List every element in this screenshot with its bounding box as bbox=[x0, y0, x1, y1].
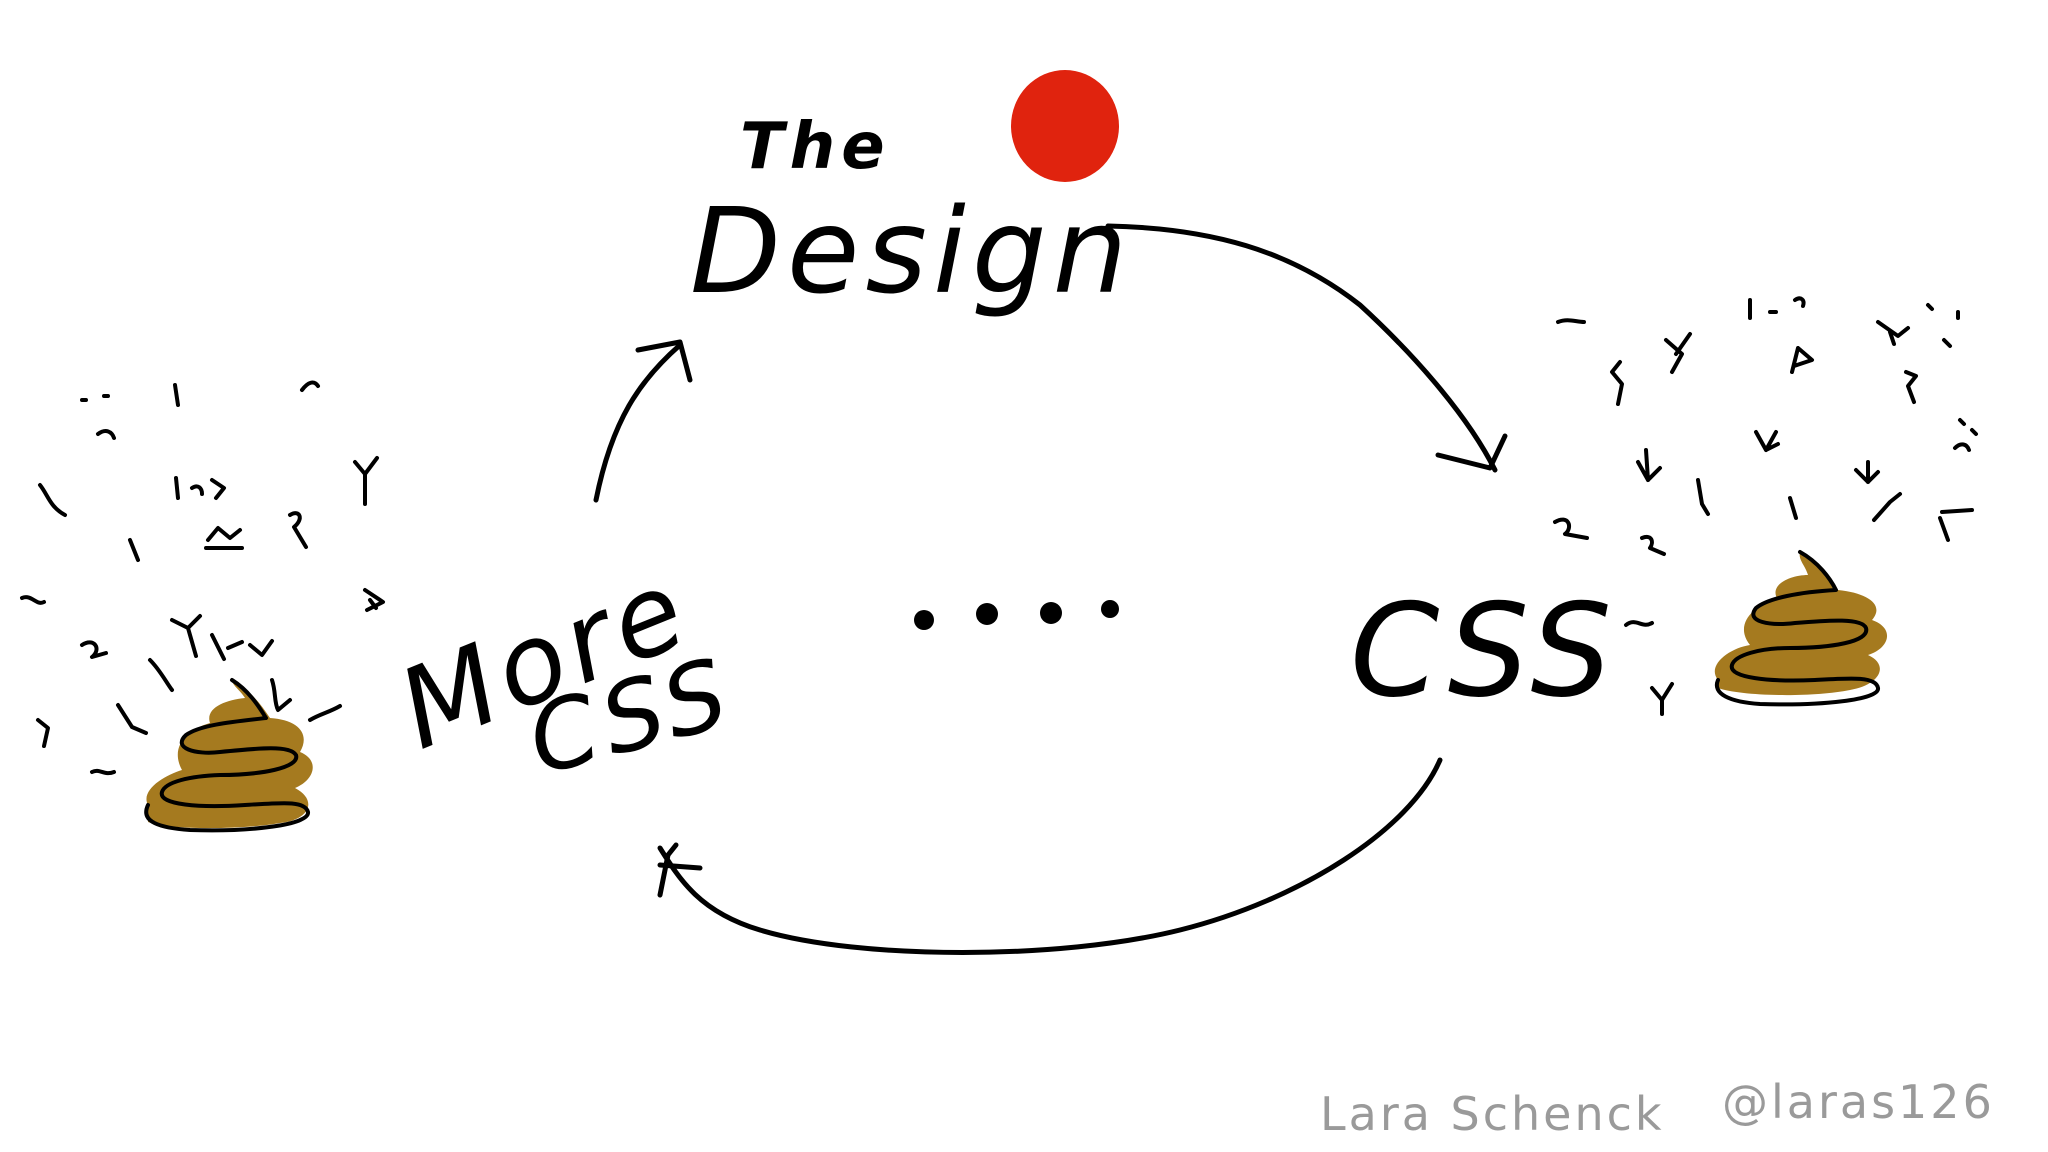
arrow-to-design bbox=[593, 339, 693, 503]
poo-icon bbox=[144, 678, 313, 833]
label-css: CSS bbox=[1350, 577, 1618, 726]
poo-icon bbox=[1714, 550, 1888, 707]
right-sparkles bbox=[1553, 296, 1978, 716]
arrow-to-more-css bbox=[657, 757, 1443, 955]
arrow-to-css bbox=[1105, 223, 1508, 473]
ellipsis-dots bbox=[914, 600, 1119, 630]
credit-author: Lara Schenck bbox=[1320, 1087, 1665, 1141]
red-dot-icon bbox=[1011, 70, 1119, 182]
credit-handle: @laras126 bbox=[1722, 1075, 1995, 1129]
left-sparkles bbox=[20, 380, 385, 776]
label-design: Design bbox=[690, 182, 1133, 320]
label-the: The bbox=[740, 110, 891, 184]
